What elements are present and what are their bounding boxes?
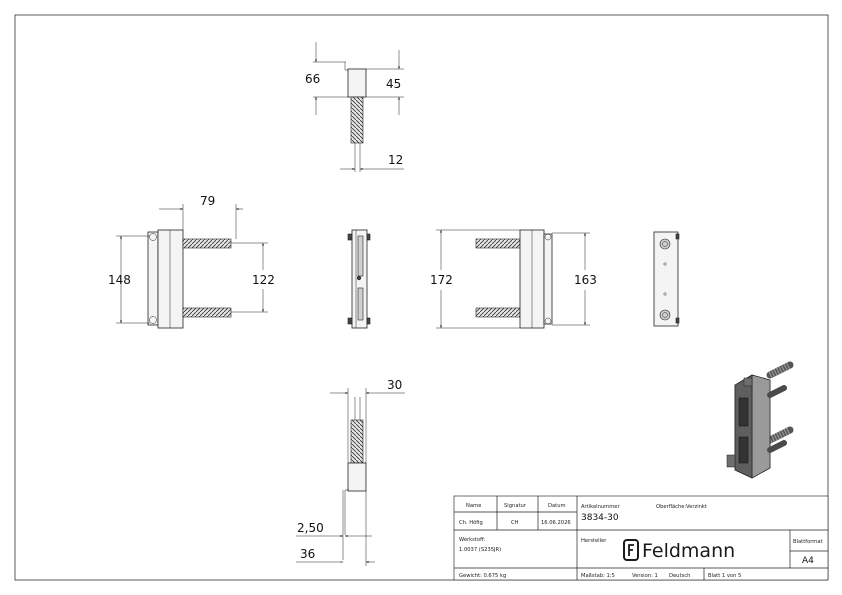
dim-30: 30 bbox=[387, 378, 402, 392]
artikelnummer-value: 3834-30 bbox=[581, 513, 619, 523]
back-view bbox=[653, 231, 680, 327]
left-view: 79 148 122 bbox=[108, 194, 275, 329]
front-view bbox=[347, 229, 371, 329]
dim-148: 148 bbox=[108, 273, 131, 287]
sprache: Deutsch bbox=[669, 573, 690, 579]
dim-45: 45 bbox=[386, 77, 401, 91]
signatur-label: Signatur bbox=[504, 503, 527, 509]
brand-name: Feldmann bbox=[642, 540, 735, 562]
dim-122: 122 bbox=[252, 273, 275, 287]
top-view: 66 45 12 bbox=[305, 42, 404, 172]
feldmann-logo-icon bbox=[623, 539, 639, 561]
isometric-view bbox=[726, 361, 794, 479]
datum-label: Datum bbox=[548, 503, 566, 509]
signatur-value: CH bbox=[511, 520, 519, 526]
drawing-border bbox=[14, 14, 829, 581]
bottom-view: 30 2,50 36 bbox=[296, 378, 405, 566]
dim-66: 66 bbox=[305, 72, 320, 86]
blattformat-label: Blattformat bbox=[793, 539, 823, 545]
werkstoff-value: 1.0037 (S235JR) bbox=[459, 547, 501, 553]
oberflaeche-label: Oberfläche: bbox=[656, 504, 686, 510]
dim-12: 12 bbox=[388, 153, 403, 167]
artikelnummer-label: Artikelnummer bbox=[581, 504, 620, 510]
massstab: Maßstab: 1:5 bbox=[581, 573, 615, 579]
right-view: 172 163 bbox=[430, 229, 597, 329]
title-block: Name Signatur Datum Ch. Höfig CH 16.06.2… bbox=[453, 495, 829, 581]
name-label: Name bbox=[466, 503, 481, 509]
oberflaeche-value: Verzinkt bbox=[686, 504, 707, 510]
dim-2-50: 2,50 bbox=[297, 521, 324, 535]
version: Version: 1 bbox=[632, 573, 658, 579]
blatt: Blatt 1 von 5 bbox=[708, 573, 741, 579]
dim-172: 172 bbox=[430, 273, 453, 287]
name-value: Ch. Höfig bbox=[459, 520, 483, 526]
datum-value: 16.06.2026 bbox=[541, 520, 571, 526]
blattformat-value: A4 bbox=[802, 556, 814, 566]
dim-79: 79 bbox=[200, 194, 215, 208]
dim-36: 36 bbox=[300, 547, 315, 561]
gewicht: Gewicht: 0.675 kg bbox=[459, 573, 506, 579]
werkstoff-label: Werkstoff: bbox=[459, 537, 486, 543]
dim-163: 163 bbox=[574, 273, 597, 287]
hersteller-label: Hersteller bbox=[581, 538, 607, 544]
